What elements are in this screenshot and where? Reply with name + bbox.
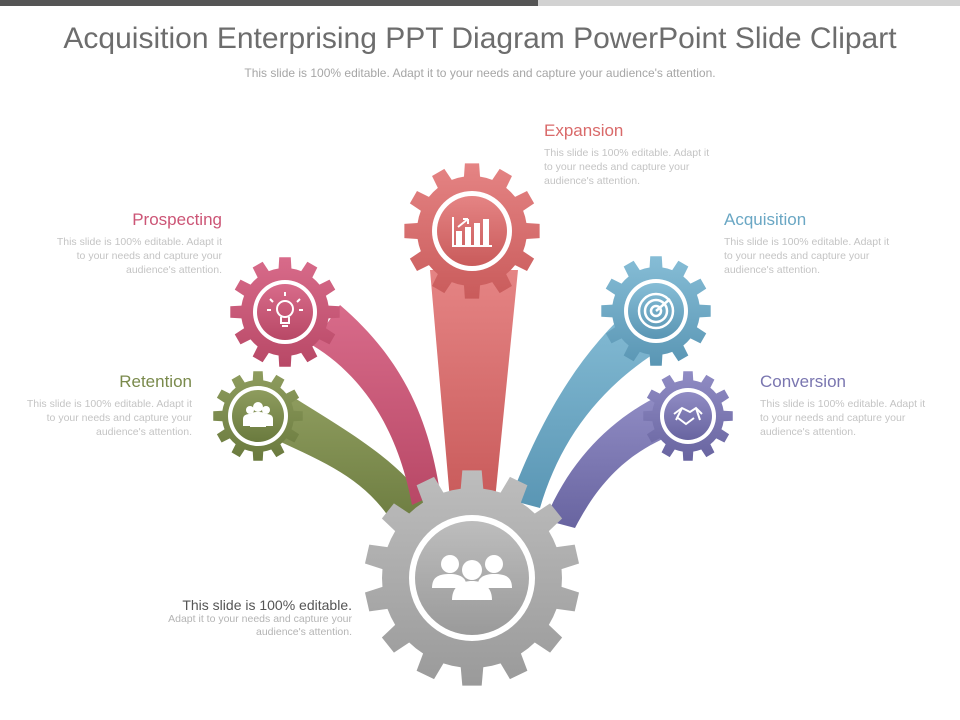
retention-title: Retention	[119, 372, 192, 391]
gear-inner	[437, 196, 507, 266]
ribbon-prospecting	[312, 305, 440, 505]
acquisition-title: Acquisition	[724, 210, 807, 229]
target-icon	[637, 292, 675, 330]
gear-inner	[257, 284, 313, 340]
gear-acquisition	[601, 256, 711, 366]
gear-inner	[664, 392, 712, 440]
page-title: Acquisition Enterprising PPT Diagram Pow…	[63, 22, 897, 55]
retention-text: This slide is 100% editable. Adapt it to…	[26, 398, 192, 438]
team-icon	[432, 555, 512, 600]
gear-prospecting	[230, 257, 340, 367]
label-center: This slide is 100% editable. Adapt it to…	[150, 597, 352, 639]
conversion-title: Conversion	[760, 372, 846, 391]
gear-conversion	[643, 371, 733, 461]
prospecting-title: Prospecting	[132, 210, 222, 229]
conversion-text: This slide is 100% editable. Adapt it to…	[760, 398, 926, 438]
bar-chart-icon	[452, 217, 492, 247]
gear-expansion	[404, 163, 540, 299]
handshake-icon	[673, 406, 703, 426]
label-acquisition: Acquisition This slide is 100% editable.…	[724, 210, 894, 277]
label-retention: Retention This slide is 100% editable. A…	[26, 372, 192, 439]
label-prospecting: Prospecting This slide is 100% editable.…	[56, 210, 222, 277]
label-expansion: Expansion This slide is 100% editable. A…	[544, 121, 714, 188]
group-icon	[243, 402, 273, 427]
ribbon-expansion	[430, 270, 518, 500]
center-text: Adapt it to your needs and capture your …	[168, 613, 352, 638]
gear-hub	[364, 470, 580, 686]
page-subtitle: This slide is 100% editable. Adapt it to…	[244, 66, 716, 80]
acquisition-text: This slide is 100% editable. Adapt it to…	[724, 236, 890, 276]
expansion-title: Expansion	[544, 121, 624, 140]
expansion-text: This slide is 100% editable. Adapt it to…	[544, 147, 710, 187]
ribbon-conversion	[545, 395, 680, 528]
top-bar-light	[538, 0, 960, 6]
top-bar-dark	[0, 0, 538, 6]
lightbulb-icon	[267, 292, 303, 327]
ribbon-retention	[268, 395, 428, 535]
label-conversion: Conversion This slide is 100% editable. …	[760, 372, 930, 439]
center-title: This slide is 100% editable.	[182, 597, 352, 613]
gear-retention	[213, 371, 303, 461]
prospecting-text: This slide is 100% editable. Adapt it to…	[56, 236, 222, 276]
